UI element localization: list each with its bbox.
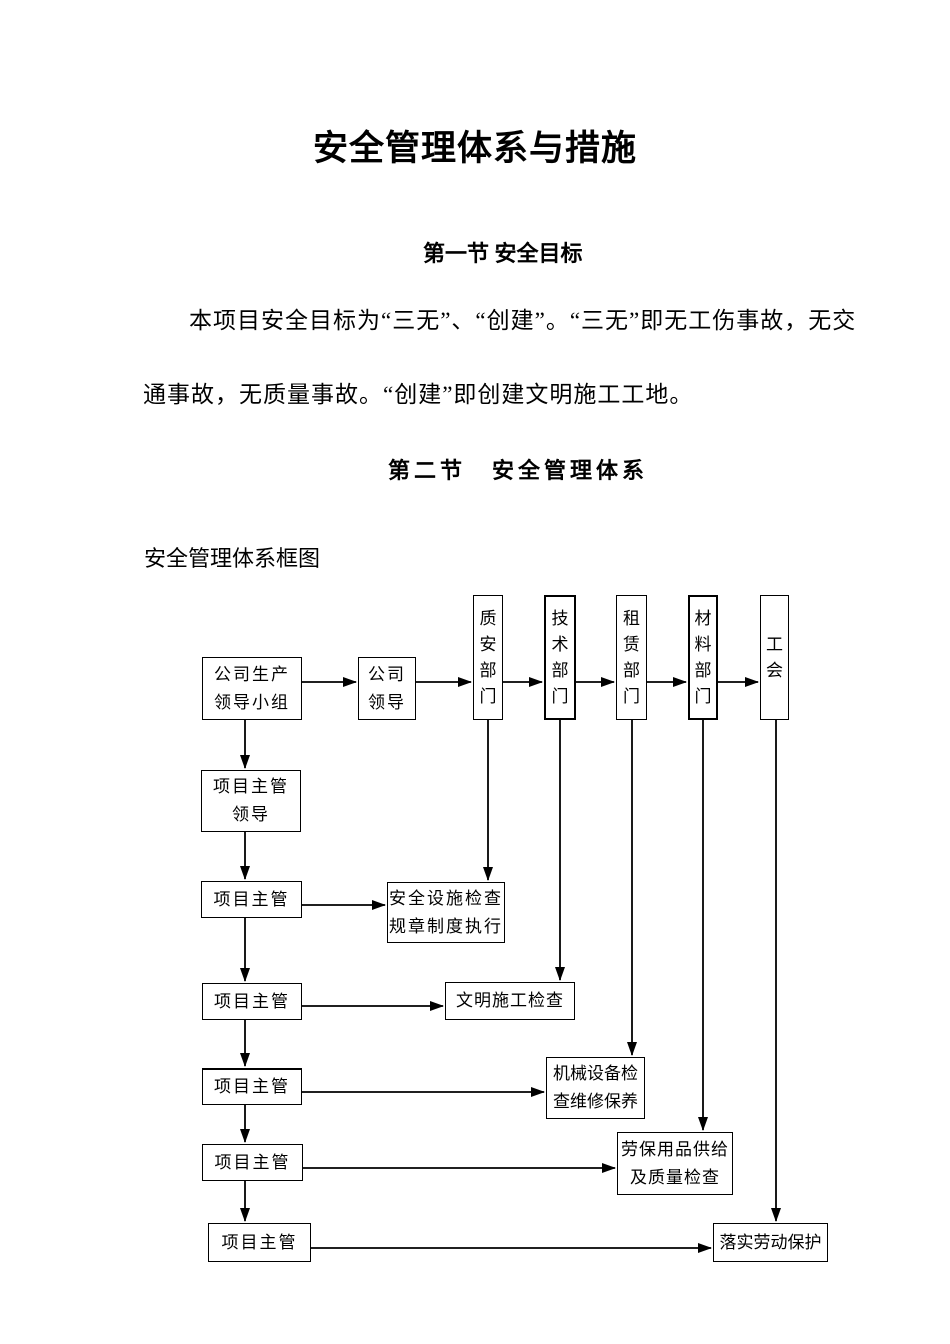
paragraph-line-2: 通事故，无质量事故。“创建”即创建文明施工工地。: [143, 382, 694, 407]
box-dept-technical: 技 术 部 门: [544, 595, 576, 720]
box-labor-union: 工 会: [760, 595, 789, 720]
page-title: 安全管理体系与措施: [312, 129, 637, 168]
box-project-manager-2: 项目主管: [202, 983, 302, 1020]
paragraph-line-1: 本项目安全目标为“三无”、“创建”。“三无”即无工伤事故，无交: [189, 308, 857, 333]
section2-heading: 第二节 安全管理体系: [388, 458, 649, 483]
box-project-manager-leader: 项目主管 领导: [201, 770, 301, 832]
box-dept-quality-safety: 质 安 部 门: [473, 595, 503, 720]
section1-heading: 第一节 安全目标: [423, 241, 583, 266]
box-task-labor-protection: 落实劳动保护: [713, 1223, 828, 1262]
box-task-civilized-construction: 文明施工检查: [445, 982, 575, 1020]
box-task-labor-supplies: 劳保用品供给 及质量检查: [617, 1132, 733, 1195]
box-project-manager-3: 项目主管: [202, 1068, 302, 1105]
box-dept-rental: 租 赁 部 门: [616, 595, 647, 720]
box-company-leader: 公司 领导: [358, 657, 416, 720]
box-project-manager-1: 项目主管: [201, 881, 302, 918]
box-task-safety-facilities: 安全设施检查 规章制度执行: [387, 882, 505, 943]
box-task-machinery-maintenance: 机械设备检 查维修保养: [546, 1057, 645, 1119]
box-company-production-group: 公司生产 领导小组: [202, 657, 302, 720]
box-project-manager-4: 项目主管: [202, 1144, 303, 1181]
diagram-caption: 安全管理体系框图: [144, 546, 321, 571]
box-project-manager-5: 项目主管: [208, 1223, 311, 1262]
box-dept-materials: 材 料 部 门: [688, 595, 718, 720]
